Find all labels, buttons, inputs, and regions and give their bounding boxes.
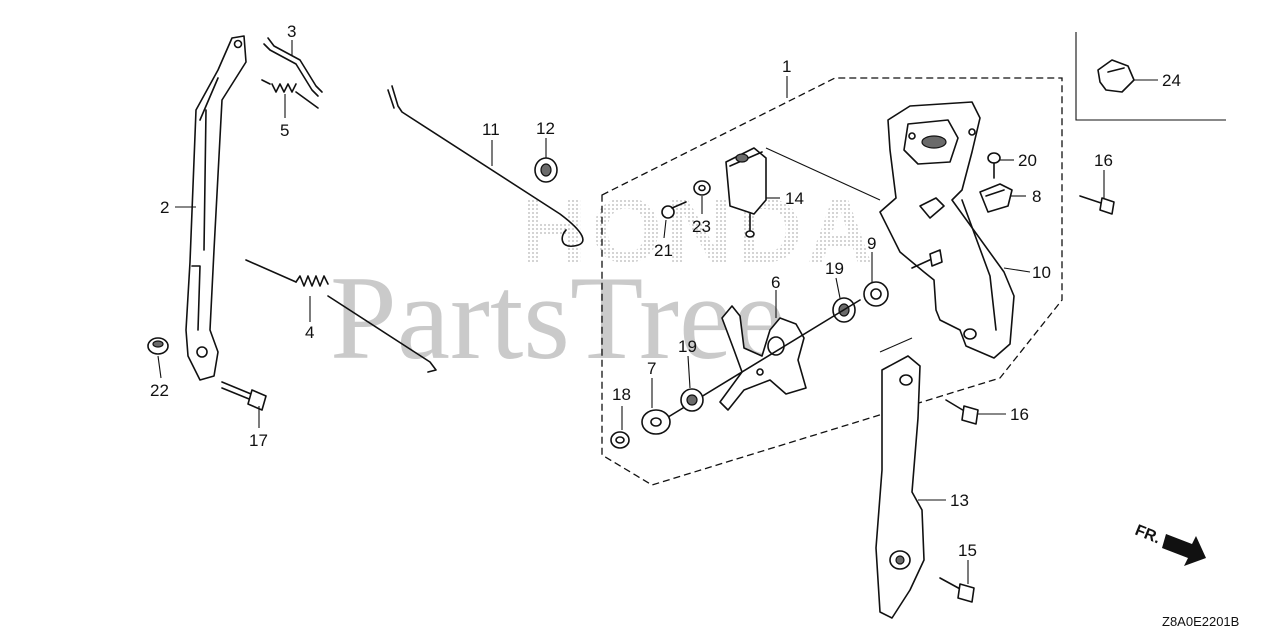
callout-11: 11: [482, 120, 500, 139]
callout-10: 10: [1032, 263, 1051, 282]
watermark-partstree: PartsTree: [330, 251, 786, 384]
part-3-clip[interactable]: [263, 37, 323, 97]
callout-19-upper: 19: [825, 259, 844, 278]
callout-3: 3: [287, 22, 296, 41]
callout-2: 2: [160, 198, 169, 217]
callout-9: 9: [867, 234, 876, 253]
assembly-boundary: [601, 77, 1063, 486]
part-13-plate[interactable]: [875, 355, 925, 619]
leader-lines: [157, 40, 1158, 584]
callout-1: 1: [782, 57, 791, 76]
callout-14: 14: [785, 189, 804, 208]
part-19-washer-lower[interactable]: [680, 388, 704, 412]
front-arrow-icon: [1162, 534, 1206, 566]
callout-22: 22: [150, 381, 169, 400]
part-16-bolt-lower[interactable]: [945, 399, 979, 425]
inset-box-border: [1075, 32, 1226, 121]
callout-21: 21: [654, 241, 673, 260]
callout-18: 18: [612, 385, 631, 404]
part-5-spring[interactable]: [261, 79, 319, 109]
callout-19-lower: 19: [678, 337, 697, 356]
part-4-rod[interactable]: [245, 259, 437, 373]
callout-23: 23: [692, 217, 711, 236]
part-21-screw[interactable]: [661, 201, 687, 219]
part-2-lever[interactable]: [185, 35, 247, 381]
part-7-washer[interactable]: [641, 409, 671, 435]
part-24-clip[interactable]: [1097, 59, 1135, 93]
part-9-collar[interactable]: [863, 281, 889, 307]
callout-24: 24: [1162, 71, 1181, 90]
part-18-nut[interactable]: [610, 431, 630, 449]
callout-4: 4: [305, 323, 314, 342]
part-10-bracket[interactable]: [879, 101, 1015, 359]
part-15-bolt[interactable]: [939, 577, 975, 603]
part-17-bolt[interactable]: [221, 381, 267, 411]
front-direction-indicator: FR.: [1133, 522, 1206, 566]
part-12-grommet[interactable]: [534, 157, 558, 183]
part-20-screw[interactable]: [987, 152, 1001, 179]
callout-16-lower: 16: [1010, 405, 1029, 424]
part-16-bolt-upper[interactable]: [1079, 195, 1115, 215]
part-8-clip[interactable]: [979, 183, 1013, 213]
callout-7: 7: [647, 359, 656, 378]
callout-8: 8: [1032, 187, 1041, 206]
callout-17: 17: [249, 431, 268, 450]
subassembly-line-2: [879, 337, 913, 353]
callout-15: 15: [958, 541, 977, 560]
callout-13: 13: [950, 491, 969, 510]
part-11-wire[interactable]: [387, 85, 584, 247]
bracket-bolt[interactable]: [911, 249, 943, 269]
callout-12: 12: [536, 119, 555, 138]
callout-16-upper: 16: [1094, 151, 1113, 170]
front-direction-label: FR.: [1133, 522, 1163, 547]
diagram-code: Z8A0E2201B: [1162, 614, 1239, 629]
part-14-switch[interactable]: [725, 147, 767, 238]
callout-5: 5: [280, 121, 289, 140]
subassembly-line: [765, 147, 881, 201]
part-23-washer[interactable]: [693, 180, 711, 196]
callout-6: 6: [771, 273, 780, 292]
part-22-nut[interactable]: [147, 337, 169, 355]
part-6-control-lever[interactable]: [719, 305, 807, 411]
callout-20: 20: [1018, 151, 1037, 170]
